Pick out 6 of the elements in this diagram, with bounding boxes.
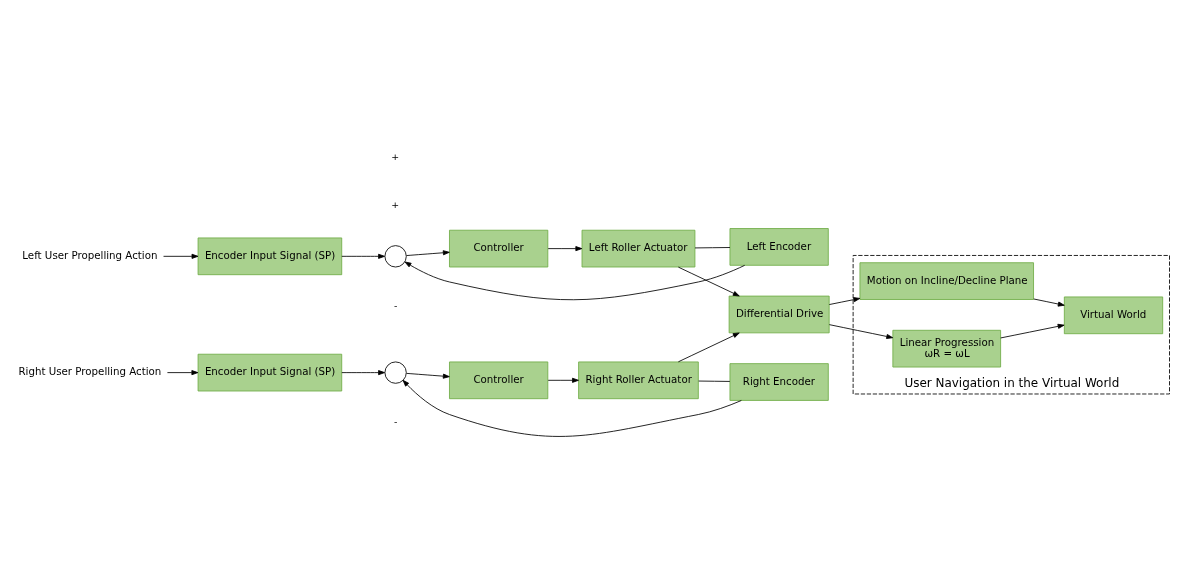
node-text: Right User Propelling Action	[18, 364, 162, 377]
label: +	[391, 150, 400, 162]
label: -	[393, 299, 398, 311]
label: +	[391, 198, 400, 210]
label: -	[393, 415, 398, 427]
node-text: Left User Propelling Action	[22, 248, 158, 261]
